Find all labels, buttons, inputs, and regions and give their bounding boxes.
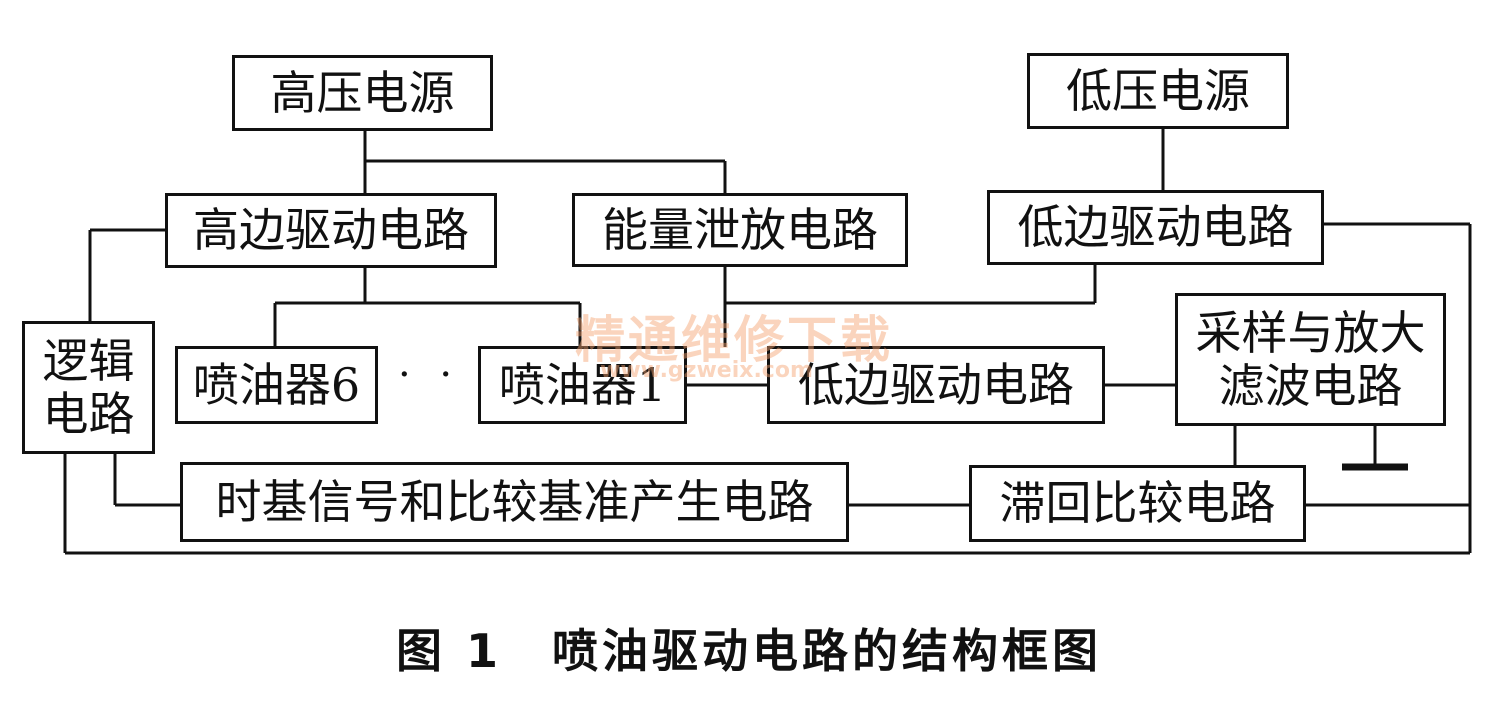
figure-caption: 图 1 喷油驱动电路的结构框图 [395,624,1103,678]
injector-1-label: 喷油器1 [498,357,667,412]
injector-ellipsis: · · · [398,352,502,398]
high-voltage-power-label: 高压电源 [270,65,455,120]
low-side-driver-top-block: 低边驱动电路 [987,190,1324,265]
watermark-url: www.gzweix.com [600,358,813,383]
low-voltage-power-label: 低压电源 [1066,63,1250,118]
injector-6-label: 喷油器6 [192,357,361,412]
high-voltage-power-block: 高压电源 [232,55,493,131]
low-side-driver-mid-label: 低边驱动电路 [798,357,1074,412]
energy-discharge-label: 能量泄放电路 [602,202,878,257]
sampling-filter-label-line1: 采样与放大 [1195,305,1426,360]
injector-6-block: 喷油器6 [175,346,378,424]
low-voltage-power-block: 低压电源 [1027,53,1289,129]
hysteresis-comparator-block: 滞回比较电路 [969,465,1306,542]
injector-1-block: 喷油器1 [478,346,687,424]
hysteresis-comparator-label: 滞回比较电路 [999,476,1276,531]
low-side-driver-top-label: 低边驱动电路 [1017,200,1294,255]
logic-circuit-block: 逻辑 电路 [22,321,155,454]
logic-circuit-label-line2: 电路 [42,386,135,441]
logic-circuit-label-line1: 逻辑 [42,333,135,388]
timebase-reference-block: 时基信号和比较基准产生电路 [180,462,849,542]
sampling-filter-block: 采样与放大 滤波电路 [1175,293,1446,426]
timebase-reference-label: 时基信号和比较基准产生电路 [215,474,814,529]
low-side-driver-mid-block: 低边驱动电路 [767,346,1105,424]
high-side-driver-label: 高边驱动电路 [193,203,469,258]
watermark-text: 精通维修下载 [575,311,893,369]
energy-discharge-block: 能量泄放电路 [572,193,908,267]
high-side-driver-block: 高边驱动电路 [165,193,497,268]
sampling-filter-label-line2: 滤波电路 [1218,358,1403,413]
